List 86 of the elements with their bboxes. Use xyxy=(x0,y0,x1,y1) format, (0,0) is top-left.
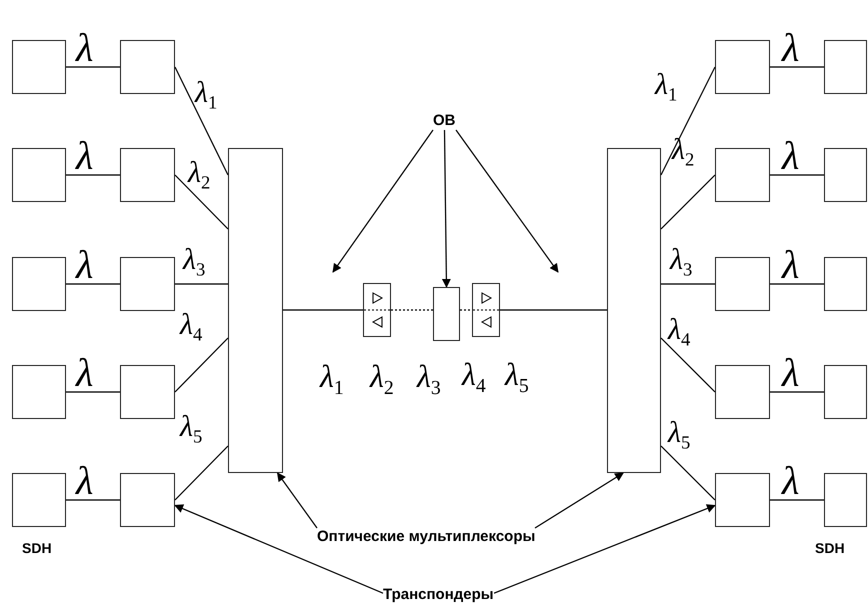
transponder-box xyxy=(120,40,175,94)
transponder-box xyxy=(120,473,175,527)
transponder-box xyxy=(715,257,770,311)
wavelength-label: λ xyxy=(76,353,94,393)
fiber-line xyxy=(391,309,433,311)
fiber-line xyxy=(770,174,824,176)
leader-arrow xyxy=(534,472,624,528)
fiber-line xyxy=(460,309,472,311)
wavelength-label: λ xyxy=(76,245,94,285)
transponder-box xyxy=(715,365,770,419)
terminal-box xyxy=(12,257,66,311)
terminal-box xyxy=(824,473,867,527)
wavelength-label: λ xyxy=(782,245,800,285)
caption-text: ОВ xyxy=(433,112,456,130)
wavelength-label: λ$_{2}$ xyxy=(188,158,210,194)
terminal-box xyxy=(12,40,66,94)
wavelength-label: λ xyxy=(782,136,800,176)
leader-arrow xyxy=(276,472,318,528)
fiber-line xyxy=(174,446,228,500)
fiber-line xyxy=(500,309,607,311)
fiber-line xyxy=(174,338,228,392)
multiplexer-box xyxy=(228,148,283,473)
terminal-box xyxy=(12,148,66,202)
transponder-box xyxy=(715,473,770,527)
fiber-line xyxy=(770,499,824,501)
leader-arrow xyxy=(456,130,559,273)
terminal-box xyxy=(824,40,867,94)
transponder-box xyxy=(715,148,770,202)
transponder-box xyxy=(120,257,175,311)
fiber-line xyxy=(175,283,228,285)
system-label: SDH xyxy=(815,540,845,556)
fiber-line xyxy=(770,391,824,393)
fiber-line xyxy=(770,66,824,68)
fiber-line xyxy=(660,446,716,500)
terminal-box xyxy=(12,365,66,419)
fiber-line xyxy=(66,66,120,68)
terminal-box xyxy=(824,365,867,419)
wavelength-label: λ xyxy=(782,353,800,393)
wavelength-label: λ$_{1}$ xyxy=(320,360,344,399)
wavelength-label: λ$_{3}$ xyxy=(417,360,441,399)
system-label: SDH xyxy=(22,540,52,556)
fiber-line xyxy=(66,391,120,393)
wavelength-label: λ$_{4}$ xyxy=(180,310,202,346)
fiber-line xyxy=(174,174,228,230)
wavelength-label: λ$_{1}$ xyxy=(655,70,678,106)
fiber-line xyxy=(66,174,120,176)
terminal-box xyxy=(12,473,66,527)
wavelength-label: λ xyxy=(782,28,800,68)
wavelength-label: λ xyxy=(76,136,94,176)
terminal-box xyxy=(824,257,867,311)
caption-text: Транспондеры xyxy=(383,586,494,604)
terminal-box xyxy=(824,148,867,202)
transponder-box xyxy=(120,148,175,202)
fiber-line xyxy=(660,174,716,230)
wavelength-label: λ$_{5}$ xyxy=(505,358,529,397)
fiber-line xyxy=(770,283,824,285)
caption-text: Оптические мультиплексоры xyxy=(317,528,536,546)
wavelength-label: λ xyxy=(76,461,94,501)
fiber-line xyxy=(661,283,715,285)
wavelength-label: λ$_{2}$ xyxy=(370,360,394,399)
fiber-line xyxy=(660,338,716,392)
wavelength-label: λ xyxy=(76,28,94,68)
wavelength-label: λ$_{1}$ xyxy=(195,78,218,114)
fiber-line xyxy=(660,66,716,176)
amplifier-box xyxy=(472,283,500,337)
wavelength-label: λ$_{4}$ xyxy=(462,358,486,397)
transponder-box xyxy=(120,365,175,419)
wavelength-label: λ$_{3}$ xyxy=(183,245,206,280)
fiber-line xyxy=(174,66,229,176)
fiber-line xyxy=(283,309,363,311)
fiber-line xyxy=(66,283,120,285)
regenerator-box xyxy=(433,287,460,341)
wavelength-label: λ$_{5}$ xyxy=(180,412,202,448)
transponder-box xyxy=(715,40,770,94)
leader-arrow xyxy=(442,130,451,288)
wavelength-label: λ$_{5}$ xyxy=(668,418,690,454)
wavelength-label: λ$_{2}$ xyxy=(672,135,694,170)
wavelength-label: λ$_{4}$ xyxy=(668,315,690,350)
wavelength-label: λ xyxy=(782,461,800,501)
multiplexer-box xyxy=(607,148,661,473)
leader-arrow xyxy=(332,130,434,273)
leader-arrow xyxy=(174,504,384,594)
fiber-line xyxy=(66,499,120,501)
wavelength-label: λ$_{3}$ xyxy=(670,245,692,280)
leader-arrow xyxy=(494,504,716,594)
amplifier-box xyxy=(363,283,391,337)
